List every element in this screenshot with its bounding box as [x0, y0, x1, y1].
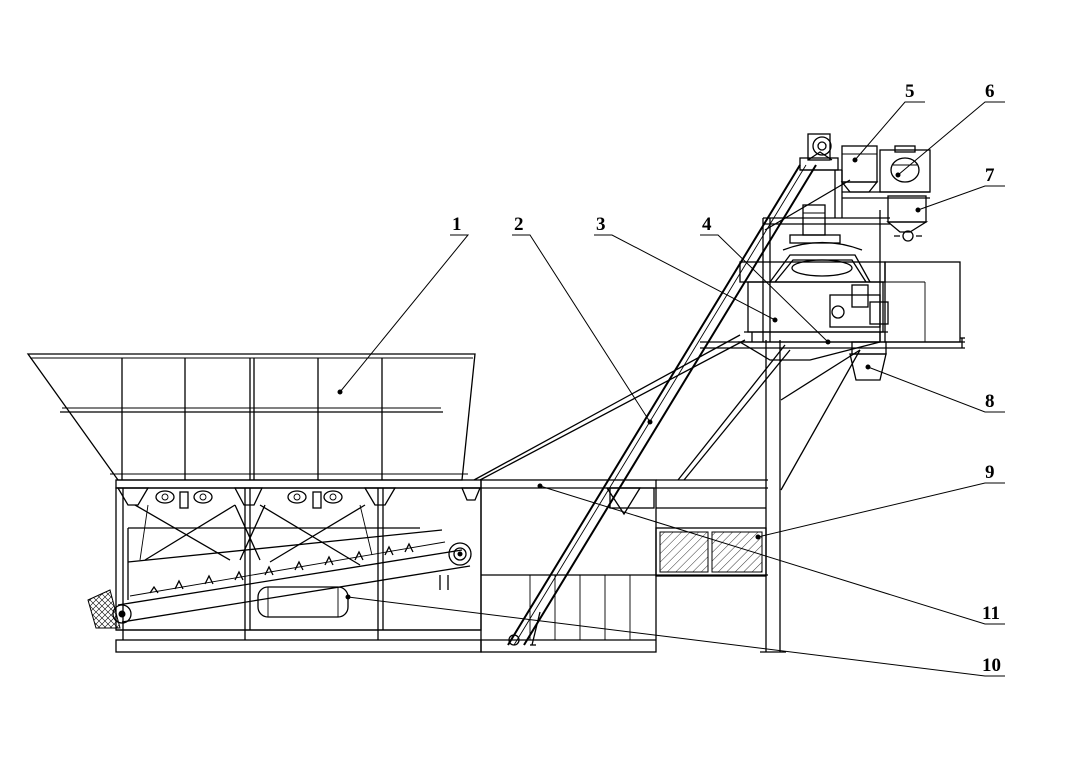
head-pulley-icon — [448, 542, 472, 566]
tail-guard — [87, 589, 121, 629]
additive-weigh-hopper — [879, 145, 931, 193]
skip-winch — [807, 133, 833, 161]
discharge-chute — [849, 341, 887, 381]
callout-8: 8 — [985, 391, 995, 412]
cement-weigh-hopper — [886, 195, 929, 242]
water-weigh-hopper — [840, 145, 879, 193]
callout-6: 6 — [985, 81, 995, 102]
callout-10: 10 — [982, 655, 1001, 676]
callout-7: 7 — [985, 165, 995, 186]
callout-2: 2 — [514, 214, 524, 235]
callout-11: 11 — [982, 603, 1000, 624]
callout-numbers: 1 2 3 4 5 6 7 8 9 10 11 — [452, 81, 1001, 676]
control-room — [655, 507, 767, 577]
twin-shaft-mixer — [739, 204, 889, 342]
batcher-frame — [115, 479, 482, 653]
batching-belt-conveyor — [87, 527, 472, 629]
callout-9: 9 — [985, 462, 995, 483]
callout-1: 1 — [452, 214, 462, 235]
gate-cylinder-icon — [155, 490, 343, 509]
callout-3: 3 — [596, 214, 606, 235]
air-tank — [257, 586, 349, 618]
aggregate-hopper — [26, 353, 476, 481]
middle-frame — [480, 479, 768, 653]
callout-4: 4 — [702, 214, 712, 235]
mixer-motor — [802, 204, 826, 236]
inclined-belt-conveyor — [473, 157, 839, 646]
callout-5: 5 — [905, 81, 915, 102]
reducer-gearbox — [829, 294, 881, 328]
callout-leaders — [337, 101, 1005, 677]
control-room-window — [659, 531, 709, 573]
valve-icon — [902, 230, 914, 242]
belt-idler-icon — [149, 542, 414, 594]
